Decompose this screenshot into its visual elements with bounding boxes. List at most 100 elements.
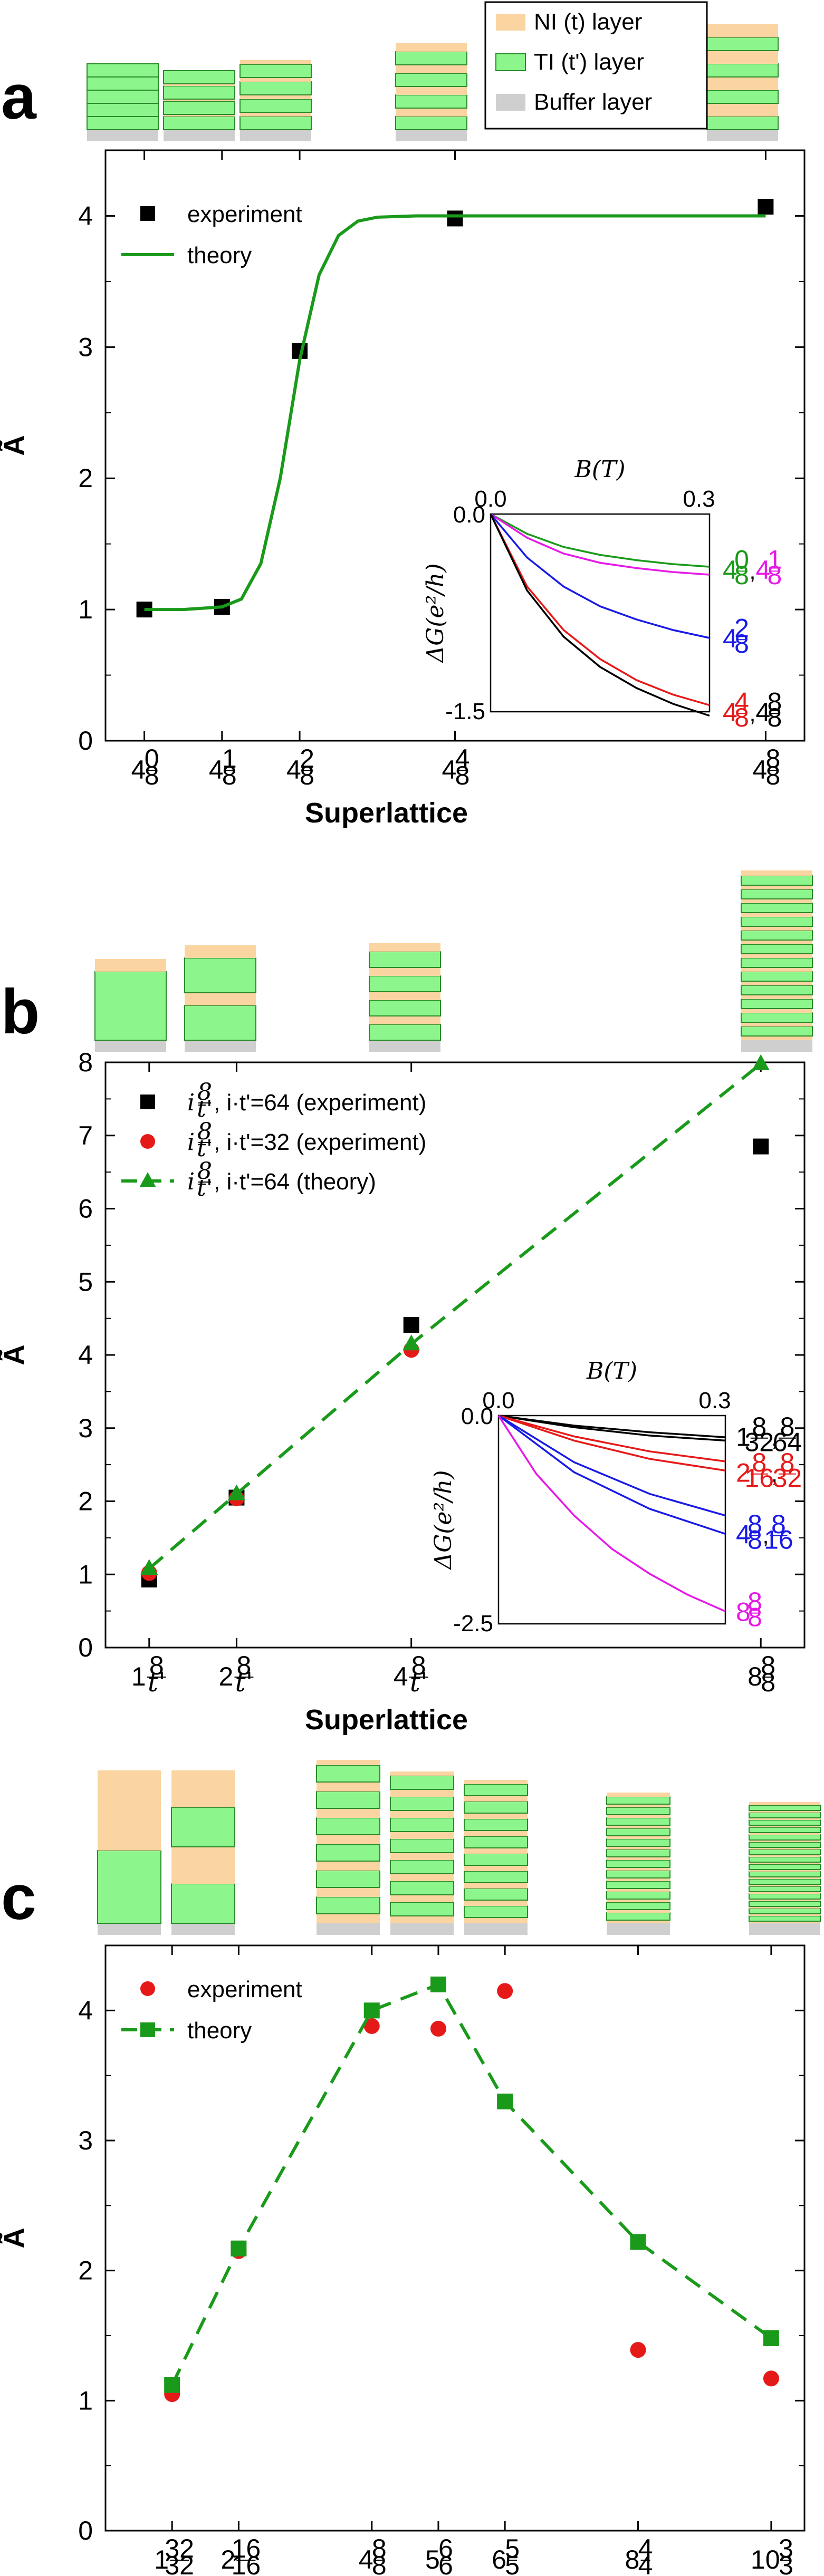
ti-layer [464,1801,528,1814]
ni-layer [464,1883,528,1889]
ti-layer [464,1818,528,1831]
layer-legend-swatch [495,53,526,71]
x-tick-label-num: 1 [222,744,237,773]
ni-layer [171,1847,235,1884]
ti-layer [369,1000,441,1016]
buffer-layer [707,130,778,141]
ni-layer [240,60,311,64]
series-1 [144,214,766,612]
inset-curve [490,513,710,576]
data-point [447,210,463,227]
inset-curve [498,1415,726,1463]
ti-layer [749,1805,821,1811]
inset-x-tick: 0.3 [683,486,715,512]
ti-layer [749,1915,821,1922]
ti-layer [87,116,159,130]
ni-layer [390,1895,454,1902]
ti-layer [741,985,813,995]
inset-frame [497,1415,726,1625]
inset-curve-label-num: 2 [734,614,749,643]
series-1 [164,1977,779,2393]
buffer-layer [741,1040,812,1052]
y-tick-label: 0 [78,726,93,756]
inset-curve-label: 408 [723,545,749,590]
inset-curve-label-base: 4 [723,698,737,727]
x-tick-label-base: 1 [131,1662,146,1691]
ni-layer [317,1760,380,1765]
inset-curve-label-den: 8 [748,1525,762,1554]
inset-label-sep: , [749,558,755,584]
superlattice-stack [239,60,312,141]
ti-layer [395,94,467,109]
ti-layer [239,99,312,113]
ti-layer [706,63,779,78]
inset-curve-label-base: 4 [736,1519,751,1549]
inset-x-title: B(T) [586,1358,637,1384]
layer-stacks [97,1760,821,1935]
inset-curve-label: 488 [736,1509,762,1554]
buffer-layer [87,130,158,141]
y-tick-label: 3 [78,332,93,362]
ti-layer [390,1860,454,1874]
panel-label: b [1,976,40,1047]
x-tick-label-den: 5 [505,2551,520,2576]
ti-layer [87,63,159,78]
ni-layer [749,1862,820,1864]
x-tick-label: 488 [752,744,780,790]
x-tick-label-base: 4 [442,755,457,785]
ni-layer [749,1825,820,1827]
ni-layer [707,103,778,117]
x-tick-label-num: 4 [638,2534,653,2563]
legend-num: 8 [197,1118,212,1145]
inset-x-tick: 0.3 [698,1388,731,1413]
inset-curve-label: 448 [723,687,749,732]
x-tick-label-num: 8 [411,1651,426,1680]
ti-layer [163,85,235,100]
x-tick-label-base: 5 [425,2545,440,2574]
inset-curve-label-den: 32 [773,1464,802,1493]
ni-layer [749,1877,820,1879]
superlattice-stack [163,70,235,141]
ti-layer [464,1853,528,1866]
ni-layer [749,1870,820,1872]
panel-label: a [1,62,37,132]
ti-layer [749,1812,821,1818]
ti-layer [606,1849,670,1857]
x-tick-label-base: 4 [752,755,767,785]
layer-legend-swatch [496,94,525,111]
ni-layer [607,1804,670,1807]
legend-marker [140,2022,155,2037]
superlattice-stack [97,1770,161,1935]
inset-curve-label-num: 8 [780,1448,795,1477]
inset-curve-label-den: 32 [745,1428,774,1457]
ti-layer [464,1836,528,1848]
ni-layer [741,995,812,999]
x-tick-label-num: 8 [765,744,780,773]
y-tick-label: 6 [78,1194,93,1224]
ti-layer [390,1902,454,1916]
ni-layer [741,981,812,985]
ni-layer [707,24,778,37]
ti-layer [749,1842,821,1848]
inset-curve-label: 864 [773,1412,802,1457]
ti-layer [369,975,441,992]
data-point [758,199,774,215]
inset-label-sep: , [762,1523,769,1548]
ni-layer [749,1914,820,1916]
inset-curve-label-num: 4 [734,687,749,717]
ni-layer [98,1770,161,1851]
x-axis-title: Superlattice [305,797,468,829]
ni-layer [240,112,311,117]
inset-curve-label: 816 [764,1509,793,1554]
ti-layer [316,1896,380,1914]
inset-curve-label-num: 8 [780,1412,795,1441]
y-tick-label: 8 [78,1048,93,1077]
ni-layer [464,1813,528,1819]
inset-curve-label-den: 8 [767,703,782,732]
y-axis-title: Ã [0,435,30,456]
legend-marker [140,1981,155,1996]
ni-layer [607,1836,670,1839]
legend-marker [140,1134,155,1149]
